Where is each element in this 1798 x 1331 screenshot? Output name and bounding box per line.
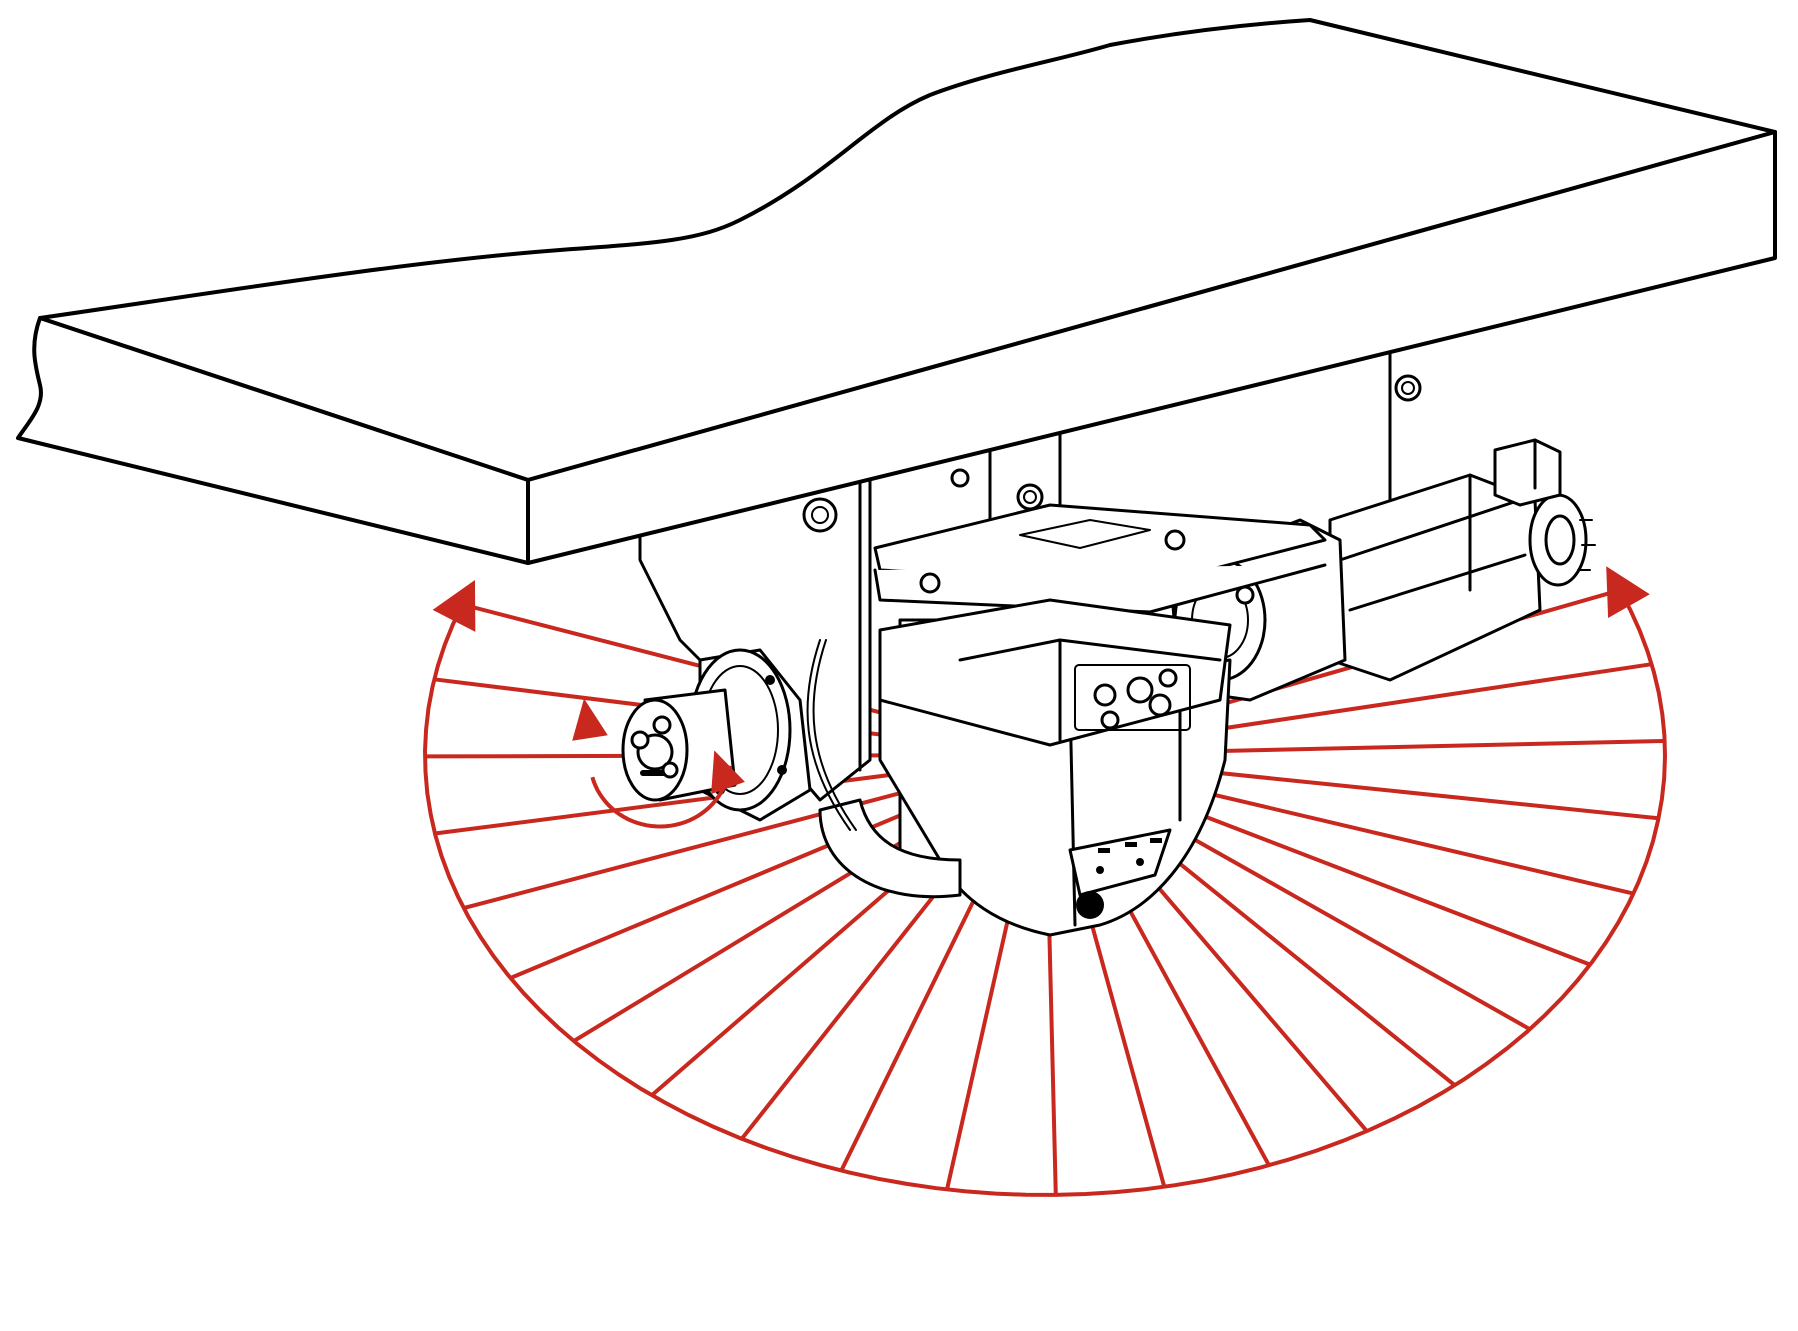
sweep-arrowhead-icon <box>432 579 476 632</box>
sensor-head <box>806 598 1232 937</box>
rotation-arrow-icon <box>572 698 745 829</box>
rotation-arrowhead-icon <box>711 750 745 795</box>
rotation-arc <box>590 765 732 829</box>
rotation-arrowhead-icon <box>572 698 608 741</box>
table-slab <box>16 18 1777 565</box>
rotary-shaft-assembly <box>621 648 812 822</box>
frame-rails <box>802 374 1422 614</box>
sweep-arrowhead-icon <box>1606 566 1650 619</box>
drive-motor <box>1328 438 1596 682</box>
